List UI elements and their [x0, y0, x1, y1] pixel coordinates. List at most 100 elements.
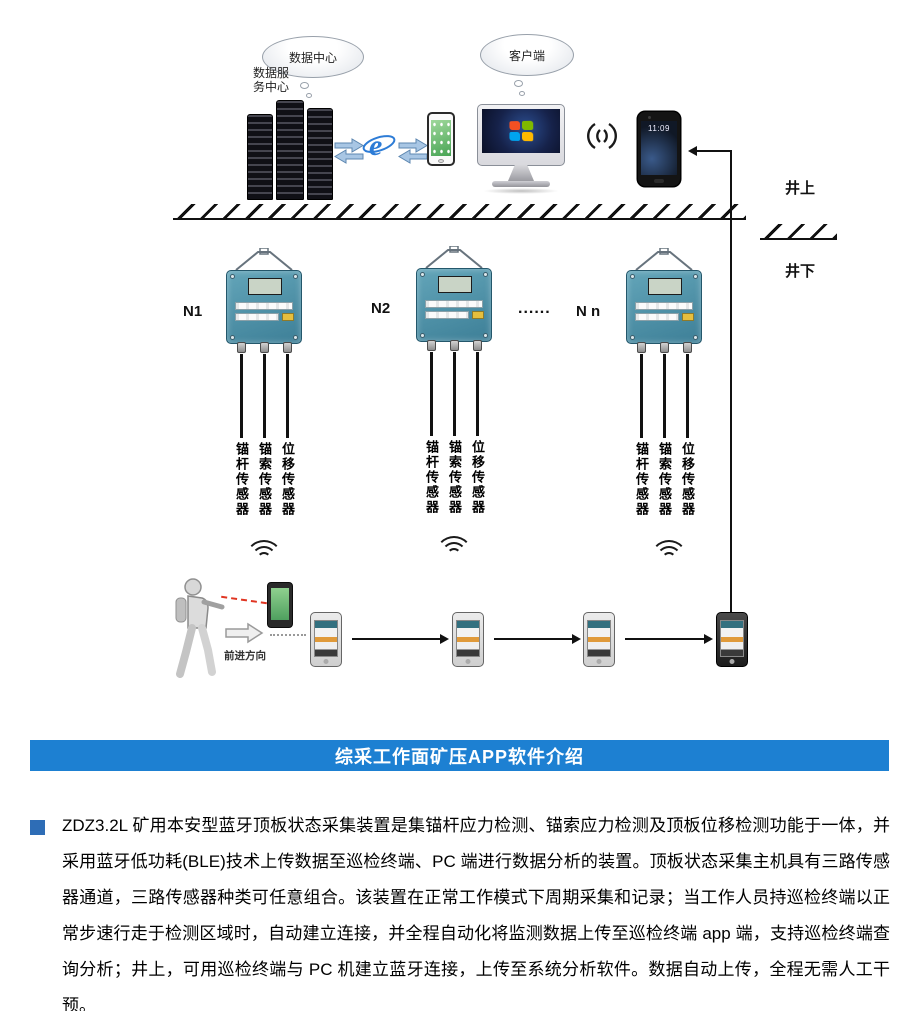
data-service-center-label: 数据服 务中心 [248, 66, 294, 94]
device-label-strip [425, 311, 469, 319]
device-label-strip [235, 302, 293, 310]
sensor-label-anchor-rod: 锚杆传感器 [634, 442, 649, 517]
hanger-bracket-icon [235, 248, 293, 270]
cable-gland [237, 342, 246, 353]
flow-return-line [730, 150, 732, 612]
sensor-cable [640, 354, 643, 438]
sequence-arrow [625, 633, 713, 644]
wifi-signal-icon [434, 536, 474, 564]
phone-screen [587, 620, 611, 657]
server-tower [276, 100, 304, 200]
station-label-n1: N1 [183, 303, 203, 320]
sensor-cable [430, 352, 433, 436]
device-label-strip [635, 313, 679, 321]
sensor-label-anchor-rod: 锚杆传感器 [424, 440, 439, 515]
device-label-strip [635, 302, 693, 310]
walk-phone-2 [452, 612, 484, 667]
sync-arrows-icon [398, 138, 428, 164]
ie-letter: e [369, 129, 382, 162]
forward-arrow-icon [225, 622, 264, 644]
server-tower [247, 114, 273, 200]
computer-stand [508, 165, 534, 181]
handheld-screen [271, 588, 289, 620]
paragraph-bullet [30, 820, 45, 835]
handheld-terminal [267, 582, 293, 628]
cable-gland [260, 342, 269, 353]
sensor-label-displacement: 位移传感器 [470, 440, 485, 515]
dotted-trail [270, 634, 306, 636]
server-tower [307, 108, 333, 200]
home-button [438, 159, 444, 163]
sensor-cable [686, 354, 689, 438]
hanger-bracket-icon [635, 248, 693, 270]
device-display [438, 276, 472, 293]
cloud-puff [300, 82, 309, 89]
data-service-center-label-line2: 务中心 [252, 80, 289, 94]
phone-screen [720, 620, 744, 657]
sensor-cable [663, 354, 666, 438]
sensor-cable [453, 352, 456, 436]
sensor-cable [240, 354, 243, 438]
walk-phone-1 [310, 612, 342, 667]
computer-display [482, 109, 560, 153]
smartphone [427, 112, 455, 166]
smartphone-screen [431, 120, 451, 156]
intro-paragraph: ZDZ3.2L 矿用本安型蓝牙顶板状态采集装置是集锚杆应力检测、锚索应力检测及顶… [62, 816, 890, 1011]
cable-gland [473, 340, 482, 351]
station-label-nn: N n [576, 303, 601, 320]
desktop-computer [477, 104, 565, 194]
section-banner-title: 综采工作面矿压APP软件介绍 [334, 746, 584, 767]
hanger-bracket-icon [425, 246, 483, 268]
home-bar [654, 179, 664, 183]
computer-screen [477, 104, 565, 166]
cloud-data-center-label: 数据中心 [288, 50, 337, 65]
windows-logo [509, 120, 534, 142]
cable-gland [683, 342, 692, 353]
collector-station-1: 锚杆传感器 锚索传感器 位移传感器 [226, 248, 302, 528]
sequence-arrow [352, 633, 449, 644]
cloud-puff [514, 80, 523, 87]
phone-screen: 11:09 [641, 121, 677, 175]
sensor-label-anchor-cable: 锚索传感器 [447, 440, 462, 515]
computer-base [492, 181, 550, 187]
sensor-cable [476, 352, 479, 436]
station-label-n2: N2 [371, 300, 391, 317]
sensor-label-anchor-cable: 锚索传感器 [657, 442, 672, 517]
flow-arrow-to-phone [688, 145, 731, 156]
cable-gland [660, 342, 669, 353]
collector-station-2: 锚杆传感器 锚索传感器 位移传感器 [416, 246, 492, 526]
collector-station-n: 锚杆传感器 锚索传感器 位移传感器 [626, 248, 702, 528]
ground-line [173, 204, 746, 220]
wifi-signal-icon [649, 540, 689, 568]
device-label-strip [425, 300, 483, 308]
phone-screen [456, 620, 480, 657]
camera-dot [648, 116, 651, 119]
wireless-signal-icon [587, 122, 617, 150]
sensor-label-anchor-rod: 锚杆传感器 [234, 442, 249, 517]
device-tag [472, 311, 484, 319]
cable-gland [427, 340, 436, 351]
station-ellipsis: ...... [518, 300, 551, 317]
cable-gland [283, 342, 292, 353]
computer-shadow [483, 188, 559, 194]
phone-screen [314, 620, 338, 657]
collector-device [226, 270, 302, 353]
sensor-label-displacement: 位移传感器 [280, 442, 295, 517]
sensor-cable [263, 354, 266, 438]
worker-figure [175, 578, 225, 678]
underground-label: 井下 [785, 263, 816, 280]
cable-gland [637, 342, 646, 353]
collector-device [626, 270, 702, 353]
server-rack [247, 100, 333, 200]
wifi-signal-icon [244, 540, 284, 568]
sensor-label-anchor-cable: 锚索传感器 [257, 442, 272, 517]
collector-device [416, 268, 492, 351]
phone-time: 11:09 [648, 124, 670, 133]
surface-label: 井上 [785, 180, 816, 197]
device-display [648, 278, 682, 295]
device-tag [682, 313, 694, 321]
sensor-cable [286, 354, 289, 438]
inspection-terminal-phone: 11:09 [638, 112, 680, 186]
cable-gland [450, 340, 459, 351]
